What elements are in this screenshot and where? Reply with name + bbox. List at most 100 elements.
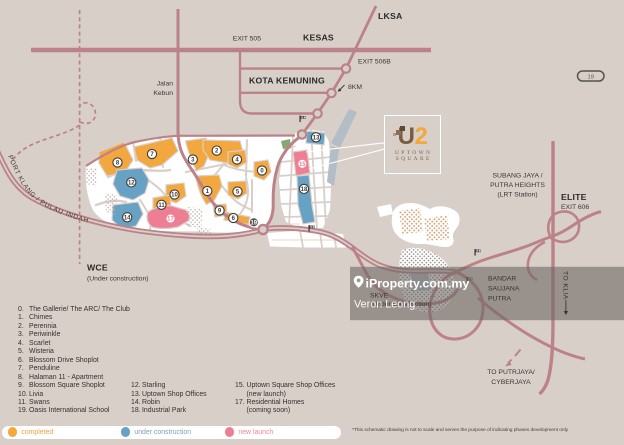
legend-item-new-launch: new launch [225, 426, 273, 439]
directory-item: (coming soon) [246, 407, 291, 415]
toll-icon [299, 115, 306, 123]
legend-label: completed [21, 428, 54, 436]
svg-text:13: 13 [313, 135, 320, 141]
directory-item: 17.Residential Homes [235, 398, 305, 406]
directory-item: 1.Chimes [18, 314, 53, 322]
directory-item: 3.Periwinkle [18, 331, 61, 339]
svg-text:SAUJANA: SAUJANA [488, 286, 520, 293]
disclaimer-note: *This schematic drawing is not to scale … [352, 427, 569, 433]
svg-text:1: 1 [206, 189, 210, 195]
svg-text:6: 6 [232, 216, 236, 222]
plot-marker-9: 9 [214, 205, 225, 216]
svg-text:12: 12 [128, 181, 135, 187]
wce-label: WCE [87, 263, 108, 273]
directory-item: 7.Penduline [18, 365, 60, 373]
kota-kemuning-label: KOTA KEMUNING [249, 76, 325, 86]
plot-marker-5: 5 [232, 186, 243, 197]
legend-item-under-construction: under construction [121, 426, 191, 439]
8km-label: 8KM [348, 84, 362, 91]
legend-label: new launch [238, 428, 274, 436]
u2-logo: U2 [385, 125, 440, 149]
legend-item-completed: completed [8, 426, 53, 439]
plot-marker-6: 6 [228, 212, 239, 224]
svg-text:7: 7 [150, 152, 154, 158]
bandar-label: BANDAR [488, 276, 516, 283]
directory-item: 4.Scarlet [18, 339, 51, 347]
svg-text:TO KLIA: TO KLIA [562, 271, 569, 300]
directory-item: 18.Industrial Park [131, 407, 187, 415]
location-pin-icon [353, 275, 364, 288]
directory-item: 19.Oasis International School [18, 407, 110, 415]
directory-item: (new launch) [246, 390, 286, 398]
skve-label: SKVE [370, 293, 389, 300]
subang-label: SUBANG JAYA / [493, 173, 543, 180]
jalan-kebun-label: Jalan [157, 81, 173, 88]
elite-label: ELITE [561, 192, 587, 202]
directory-item: 9.Blossom Square Shoplot [18, 382, 105, 390]
wce-road-dashed [10, 10, 97, 264]
lksa-label: LKSA [378, 11, 403, 21]
directory-item: 6.Blossom Drive Shoplot [18, 356, 99, 364]
plot-marker-0: 0 [256, 165, 268, 176]
svg-text:0: 0 [260, 169, 264, 175]
svg-text:PUTRA: PUTRA [488, 296, 512, 303]
plot-marker-19: 19 [248, 217, 259, 228]
svg-text:5: 5 [236, 190, 240, 196]
skve-sub-label: (Under construction) [370, 301, 432, 308]
svg-text:CYBERJAYA: CYBERJAYA [491, 379, 531, 386]
plot-marker-13: 13 [310, 132, 322, 143]
road-east-loop [265, 136, 300, 227]
putrajaya-label: TO PUTRJAYA/ [487, 369, 535, 376]
u2-logo-square: SQUARE [395, 155, 432, 162]
plot-marker-7: 7 [146, 148, 158, 160]
putrajaya-stub [505, 348, 522, 367]
directory-item: 0.The Gallerie/ The ARC/ The Club [18, 306, 130, 313]
svg-text:(LRT Station): (LRT Station) [497, 192, 537, 199]
svg-text:3: 3 [191, 158, 195, 164]
road-elite [538, 141, 555, 396]
logo-connectors [305, 142, 385, 170]
legend-bar: completed under construction new launch [2, 425, 341, 439]
svg-text:18: 18 [301, 187, 308, 193]
directory-item: 2.Perennia [18, 322, 57, 330]
page-badge-number: 19 [587, 74, 593, 80]
8km-arrow [337, 84, 345, 92]
plot-marker-18: 18 [298, 183, 310, 195]
svg-text:10: 10 [171, 193, 178, 199]
plot-marker-17: 17 [165, 213, 176, 224]
exit505-label: EXIT 505 [233, 36, 261, 43]
wce-sub-label: (Under construction) [87, 276, 149, 283]
u2-logo-pixel [395, 129, 401, 135]
plot-marker-8: 8 [112, 157, 123, 168]
directory-item: 13.Uptown Shop Offices [131, 390, 207, 398]
exit506b-label: EXIT 506B [358, 59, 391, 66]
legend-dot [8, 427, 18, 437]
river-strip-a [331, 109, 357, 148]
roundabout [257, 223, 269, 236]
river-strip-b [327, 146, 339, 186]
plot-marker-12: 12 [126, 177, 137, 188]
u2-logo-uptown: UPTOWN [395, 149, 433, 156]
directory-column-3: 15.Uptown Square Shop Offices(new launch… [235, 382, 335, 416]
plot-marker-11: 11 [156, 199, 167, 210]
u2-logo-pixel [393, 133, 396, 136]
u2-logo-2: 2 [414, 123, 428, 150]
svg-text:2: 2 [215, 149, 219, 155]
road-kota-kemuning [238, 52, 313, 115]
plot-marker-3: 3 [187, 154, 198, 165]
directory-item: 11.Swans [18, 398, 50, 406]
u2-logo-pixel [400, 125, 406, 131]
kesas-label: KESAS [303, 33, 334, 43]
svg-text:14: 14 [124, 215, 131, 221]
legend-dot [121, 427, 131, 437]
plot-marker-4: 4 [231, 154, 243, 165]
directory-item: 5.Wisteria [18, 348, 54, 356]
watermark: iProperty.com.my Veron Leong [353, 275, 469, 311]
watermark-user: Veron Leong [354, 299, 415, 311]
legend-label: under construction [134, 428, 192, 436]
directory-item: 15.Uptown Square Shop Offices [235, 382, 336, 390]
directory-item: 8.Halaman 11 - Apartment [18, 373, 104, 381]
